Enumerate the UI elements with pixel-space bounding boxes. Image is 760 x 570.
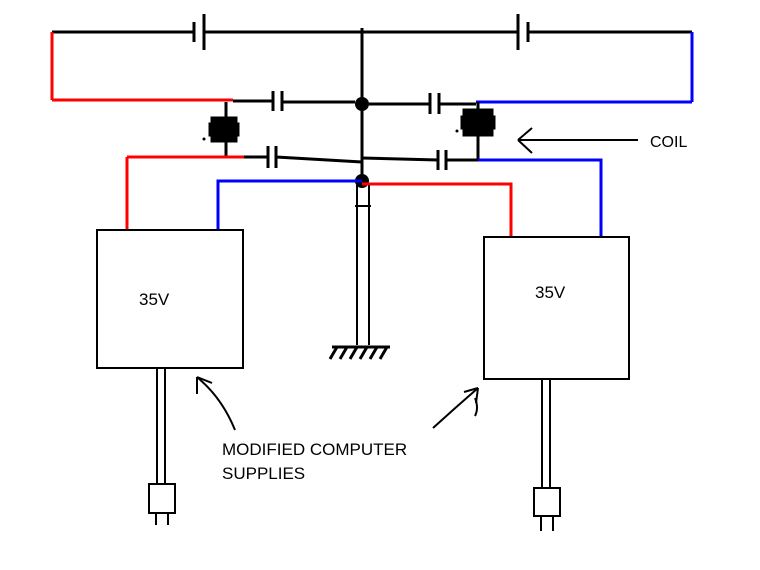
coil-dot-right — [455, 129, 459, 133]
lower-right-capacitor — [361, 150, 478, 170]
top-capacitor-right — [516, 14, 530, 50]
right-coil — [460, 102, 496, 160]
coil-arrow — [517, 127, 638, 154]
caption-line-2: SUPPLIES — [222, 464, 305, 483]
coil-label: COIL — [650, 134, 687, 151]
upper-left-capacitor — [233, 91, 355, 111]
lower-left-capacitor — [244, 146, 363, 168]
wire-right-red — [362, 182, 513, 237]
supply-box-left — [96, 229, 244, 369]
ground-rod — [355, 185, 371, 345]
wire-right-blue-lower — [478, 158, 603, 238]
upper-right-capacitor — [369, 93, 476, 114]
wire-left-blue — [216, 179, 362, 230]
left-coil — [208, 102, 240, 157]
plug-left — [148, 483, 176, 525]
ground-symbol — [328, 345, 390, 360]
power-cord-left — [156, 368, 166, 484]
caption-line-1: MODIFIED COMPUTER — [222, 440, 407, 459]
coil-dot-left — [202, 137, 206, 141]
supply-right-voltage: 35V — [535, 283, 566, 302]
top-capacitor-left — [192, 14, 206, 50]
supply-left-voltage: 35V — [139, 290, 170, 309]
power-cord-right — [541, 379, 551, 488]
junction-upper — [355, 97, 369, 111]
caption-arrow-left — [196, 376, 236, 431]
plug-right — [533, 487, 561, 531]
caption-arrow-right — [432, 387, 479, 429]
supply-box-right — [483, 236, 630, 380]
